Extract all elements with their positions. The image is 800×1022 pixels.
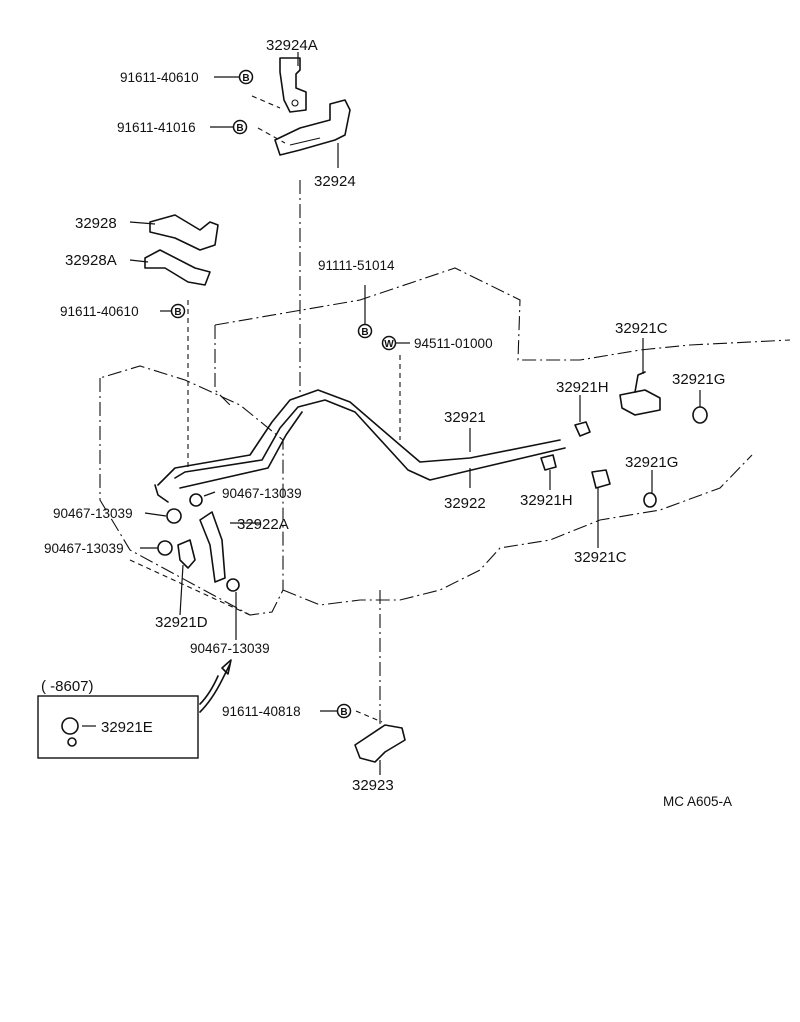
bolt-symbol-text: B xyxy=(361,327,368,338)
label-32921G-bot: 32921G xyxy=(625,454,678,471)
fitting-32921H-top xyxy=(574,421,591,437)
washer-symbol-text: W xyxy=(384,339,394,350)
label-94511-01000: 94511-01000 xyxy=(414,336,493,351)
label-90467-13039-c: 90467-13039 xyxy=(44,541,124,556)
bolt-symbol-text: B xyxy=(242,73,249,84)
label-90467-13039-b: 90467-13039 xyxy=(53,506,133,521)
label-90467-13039-d: 90467-13039 xyxy=(190,641,270,656)
bolt-symbol-bottom: B xyxy=(336,703,352,719)
label-32921C-top: 32921C xyxy=(615,320,668,337)
part-labels: 32924A 32924 32928 32928A 32921 32922 32… xyxy=(41,37,725,794)
label-32924: 32924 xyxy=(314,173,356,190)
label-32928A: 32928A xyxy=(65,252,117,269)
hose-32921D xyxy=(177,539,196,569)
bolt-symbol-text: B xyxy=(340,707,347,718)
label-32923: 32923 xyxy=(352,777,394,794)
fitting-32921C-top xyxy=(619,371,661,416)
bracket-32924 xyxy=(274,99,351,156)
bracket-32924A xyxy=(279,57,307,113)
fitting-32921H-bot xyxy=(540,454,557,471)
label-91611-41016: 91611-41016 xyxy=(117,120,196,135)
hardware-labels: 91611-40610 91611-41016 91611-40610 9111… xyxy=(44,70,493,719)
body-outline xyxy=(99,95,791,725)
bracket-32923 xyxy=(354,724,406,763)
label-91611-40818: 91611-40818 xyxy=(222,704,301,719)
label-32921D: 32921D xyxy=(155,614,208,631)
fitting-32921C-bot xyxy=(591,469,611,489)
bolt-symbol-upper: B xyxy=(232,119,248,135)
hose-32922A xyxy=(199,511,226,583)
label-32922A: 32922A xyxy=(237,516,289,533)
clips xyxy=(157,493,240,592)
diagram-code: MC A605-A xyxy=(663,794,732,809)
leader-lines xyxy=(82,52,701,775)
label-91111-51014: 91111-51014 xyxy=(318,258,395,273)
inset-box xyxy=(37,659,232,759)
o-ring-32921G-top xyxy=(692,406,708,424)
label-32924A: 32924A xyxy=(266,37,318,54)
label-32921H-bot: 32921H xyxy=(520,492,573,509)
label-32928: 32928 xyxy=(75,215,117,232)
label-91611-40610-top: 91611-40610 xyxy=(120,70,199,85)
bolt-symbol-text: B xyxy=(236,123,243,134)
bracket-32928 xyxy=(149,214,219,251)
label-91611-40610-mid: 91611-40610 xyxy=(60,304,139,319)
bolt-symbol-center: B xyxy=(357,323,373,339)
bolt-symbol-mid-left: B xyxy=(170,303,186,319)
label-inset-range: ( -8607) xyxy=(41,678,94,695)
label-32921G-top: 32921G xyxy=(672,371,725,388)
label-32921H-top: 32921H xyxy=(556,379,609,396)
label-32921C-bot: 32921C xyxy=(574,549,627,566)
label-32921: 32921 xyxy=(444,409,486,426)
bracket-32928A xyxy=(144,249,211,286)
washer-symbol: W xyxy=(381,335,397,351)
label-90467-13039-a: 90467-13039 xyxy=(222,486,302,501)
label-32921E: 32921E xyxy=(101,719,153,736)
bolt-symbol-top: B xyxy=(238,69,254,85)
o-ring-32921G-bot xyxy=(643,492,657,508)
fuel-pipes xyxy=(154,389,566,503)
bolt-symbol-text: B xyxy=(174,307,181,318)
label-32922: 32922 xyxy=(444,495,486,512)
